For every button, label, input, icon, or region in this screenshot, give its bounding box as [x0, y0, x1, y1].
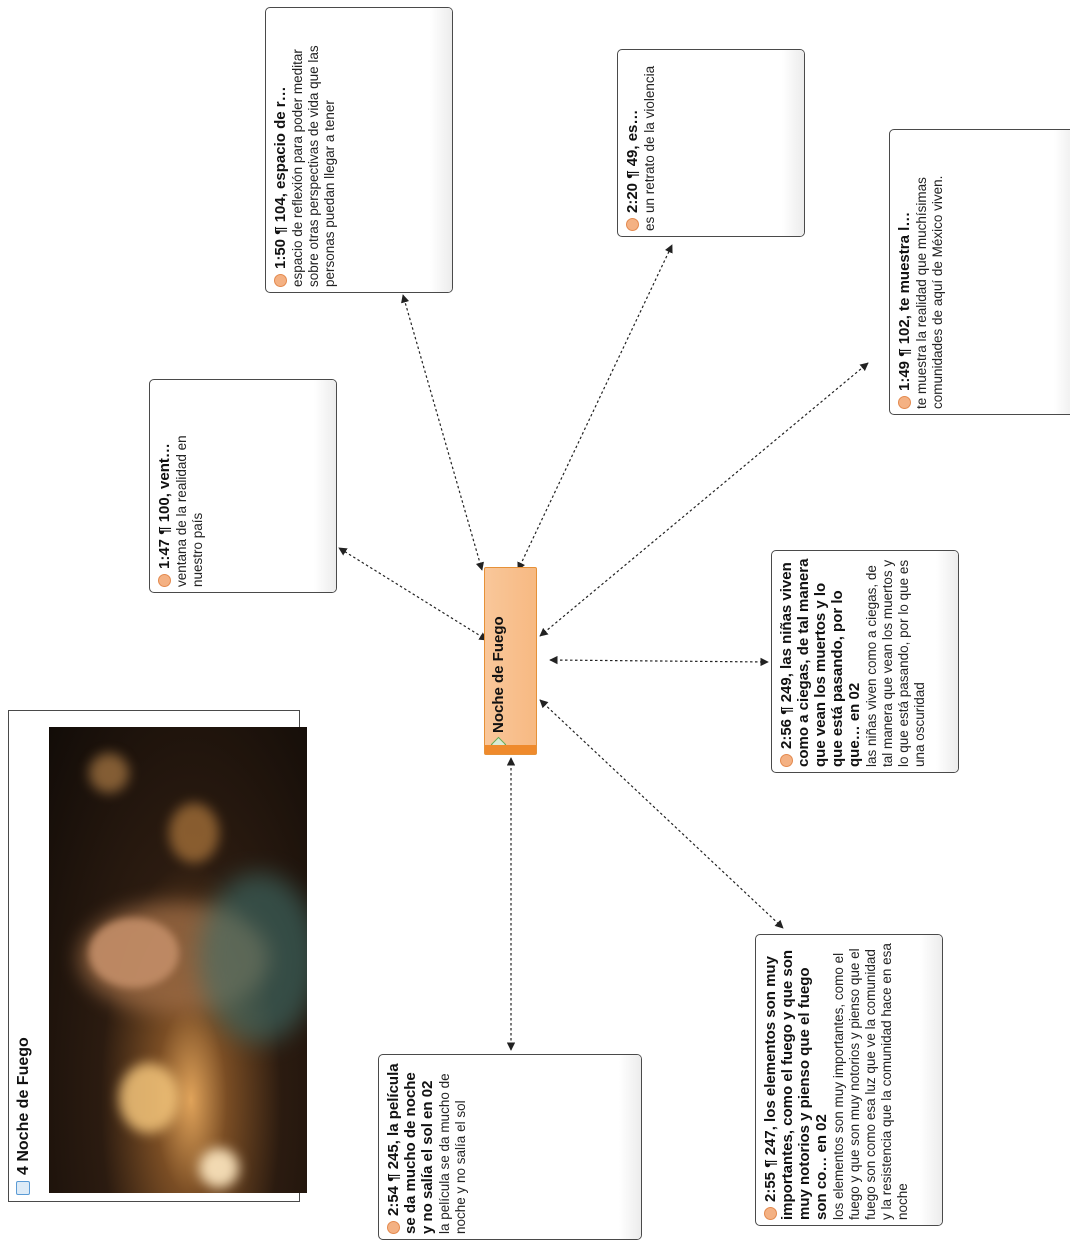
document-node[interactable]: 4 Noche de Fuego: [8, 710, 307, 1203]
quote-node[interactable]: 1:47 ¶ 100, vent… ventana de la realidad…: [149, 379, 337, 593]
link-code-q3[interactable]: [517, 244, 673, 571]
quote-text: ventana de la realidad en nuestro país: [174, 435, 205, 587]
quote-header: 2:20 ¶ 49, es…: [624, 57, 641, 231]
quote-text: las niñas viven como a ciegas, de tal ma…: [864, 559, 927, 767]
link-code-q4[interactable]: [539, 362, 869, 637]
link-code-q1[interactable]: [338, 547, 488, 641]
quote-icon: [625, 218, 639, 231]
quote-header: 1:50 ¶ 104, espacio de r…: [272, 15, 289, 287]
quote-header: 1:49 ¶ 102, te muestra l…: [896, 137, 913, 409]
quote-node[interactable]: 2:56 ¶ 249, las niñas viven como a ciega…: [771, 550, 959, 773]
quote-node[interactable]: 1:49 ¶ 102, te muestra l… te muestra la …: [889, 129, 1070, 415]
quote-icon: [273, 274, 287, 287]
quote-node[interactable]: 2:54 ¶ 245, la película se da mucho de n…: [378, 1054, 642, 1240]
code-node[interactable]: Noche de Fuego: [484, 567, 537, 755]
document-icon: [15, 1181, 30, 1195]
quote-icon: [763, 1207, 777, 1220]
quote-icon: [157, 574, 171, 587]
quote-node[interactable]: 1:50 ¶ 104, espacio de r… espacio de ref…: [265, 7, 453, 293]
quote-text: los elementos son muy importantes, como …: [831, 943, 910, 1220]
quote-header: 2:56 ¶ 249, las niñas viven como a ciega…: [778, 558, 863, 767]
quote-header: 2:54 ¶ 245, la película se da mucho de n…: [385, 1063, 436, 1234]
document-title: 4 Noche de Fuego: [9, 711, 39, 1203]
quote-text: te muestra la realidad que muchísimas co…: [914, 175, 945, 409]
quote-header: 1:47 ¶ 100, vent…: [156, 387, 173, 587]
code-color-bar: [485, 745, 536, 754]
quote-icon: [779, 754, 793, 767]
quote-header: 2:55 ¶ 247, los elementos son muy import…: [762, 949, 830, 1220]
quote-text: es un retrato de la violencia: [642, 65, 657, 231]
quote-icon: [386, 1221, 400, 1234]
quote-node[interactable]: 2:55 ¶ 247, los elementos son muy import…: [755, 934, 943, 1226]
quote-text: la película se da mucho de noche y no sa…: [437, 1073, 468, 1234]
quote-node[interactable]: 2:20 ¶ 49, es… es un retrato de la viole…: [617, 49, 805, 237]
quote-icon: [897, 396, 911, 409]
film-still-image: [49, 727, 307, 1193]
link-code-q5[interactable]: [549, 655, 769, 667]
quote-text: espacio de reflexión para poder meditar …: [290, 45, 337, 287]
link-code-q6[interactable]: [539, 699, 784, 929]
link-code-q2[interactable]: [401, 294, 484, 571]
code-label: Noche de Fuego: [490, 574, 507, 753]
